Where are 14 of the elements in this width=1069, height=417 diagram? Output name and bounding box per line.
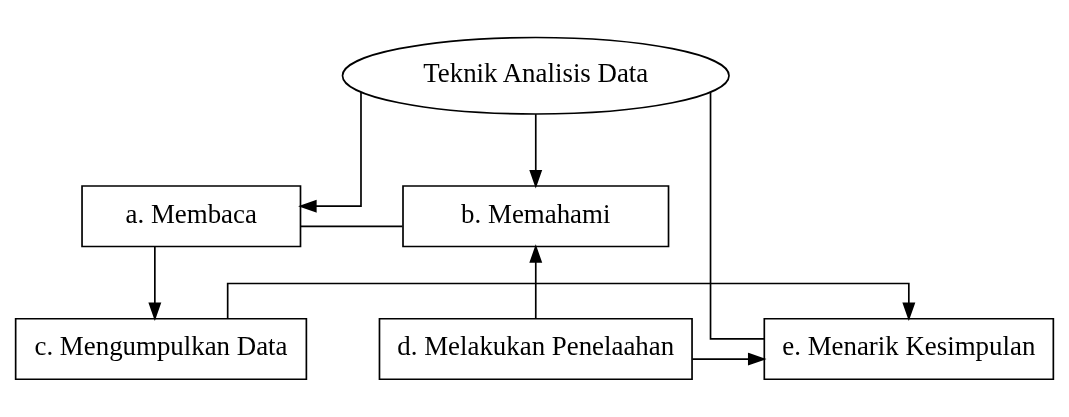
arrow — [226, 282, 916, 322]
node-box: e. Menarik Kesimpulan — [763, 317, 1055, 381]
arrow — [148, 246, 162, 321]
node-box: d. Melakukan Penelaahan — [378, 317, 693, 381]
node-box: a. Membaca — [81, 185, 302, 248]
arrow — [298, 91, 362, 213]
arrow — [529, 113, 543, 189]
connector — [709, 91, 766, 340]
arrow — [691, 352, 767, 366]
node-ellipse: Teknik Analisis Data — [341, 36, 730, 115]
node-box: b. Memahami — [402, 185, 670, 248]
node-box: c. Mengumpulkan Data — [14, 317, 308, 381]
connector — [299, 225, 404, 228]
arrow — [529, 244, 543, 320]
